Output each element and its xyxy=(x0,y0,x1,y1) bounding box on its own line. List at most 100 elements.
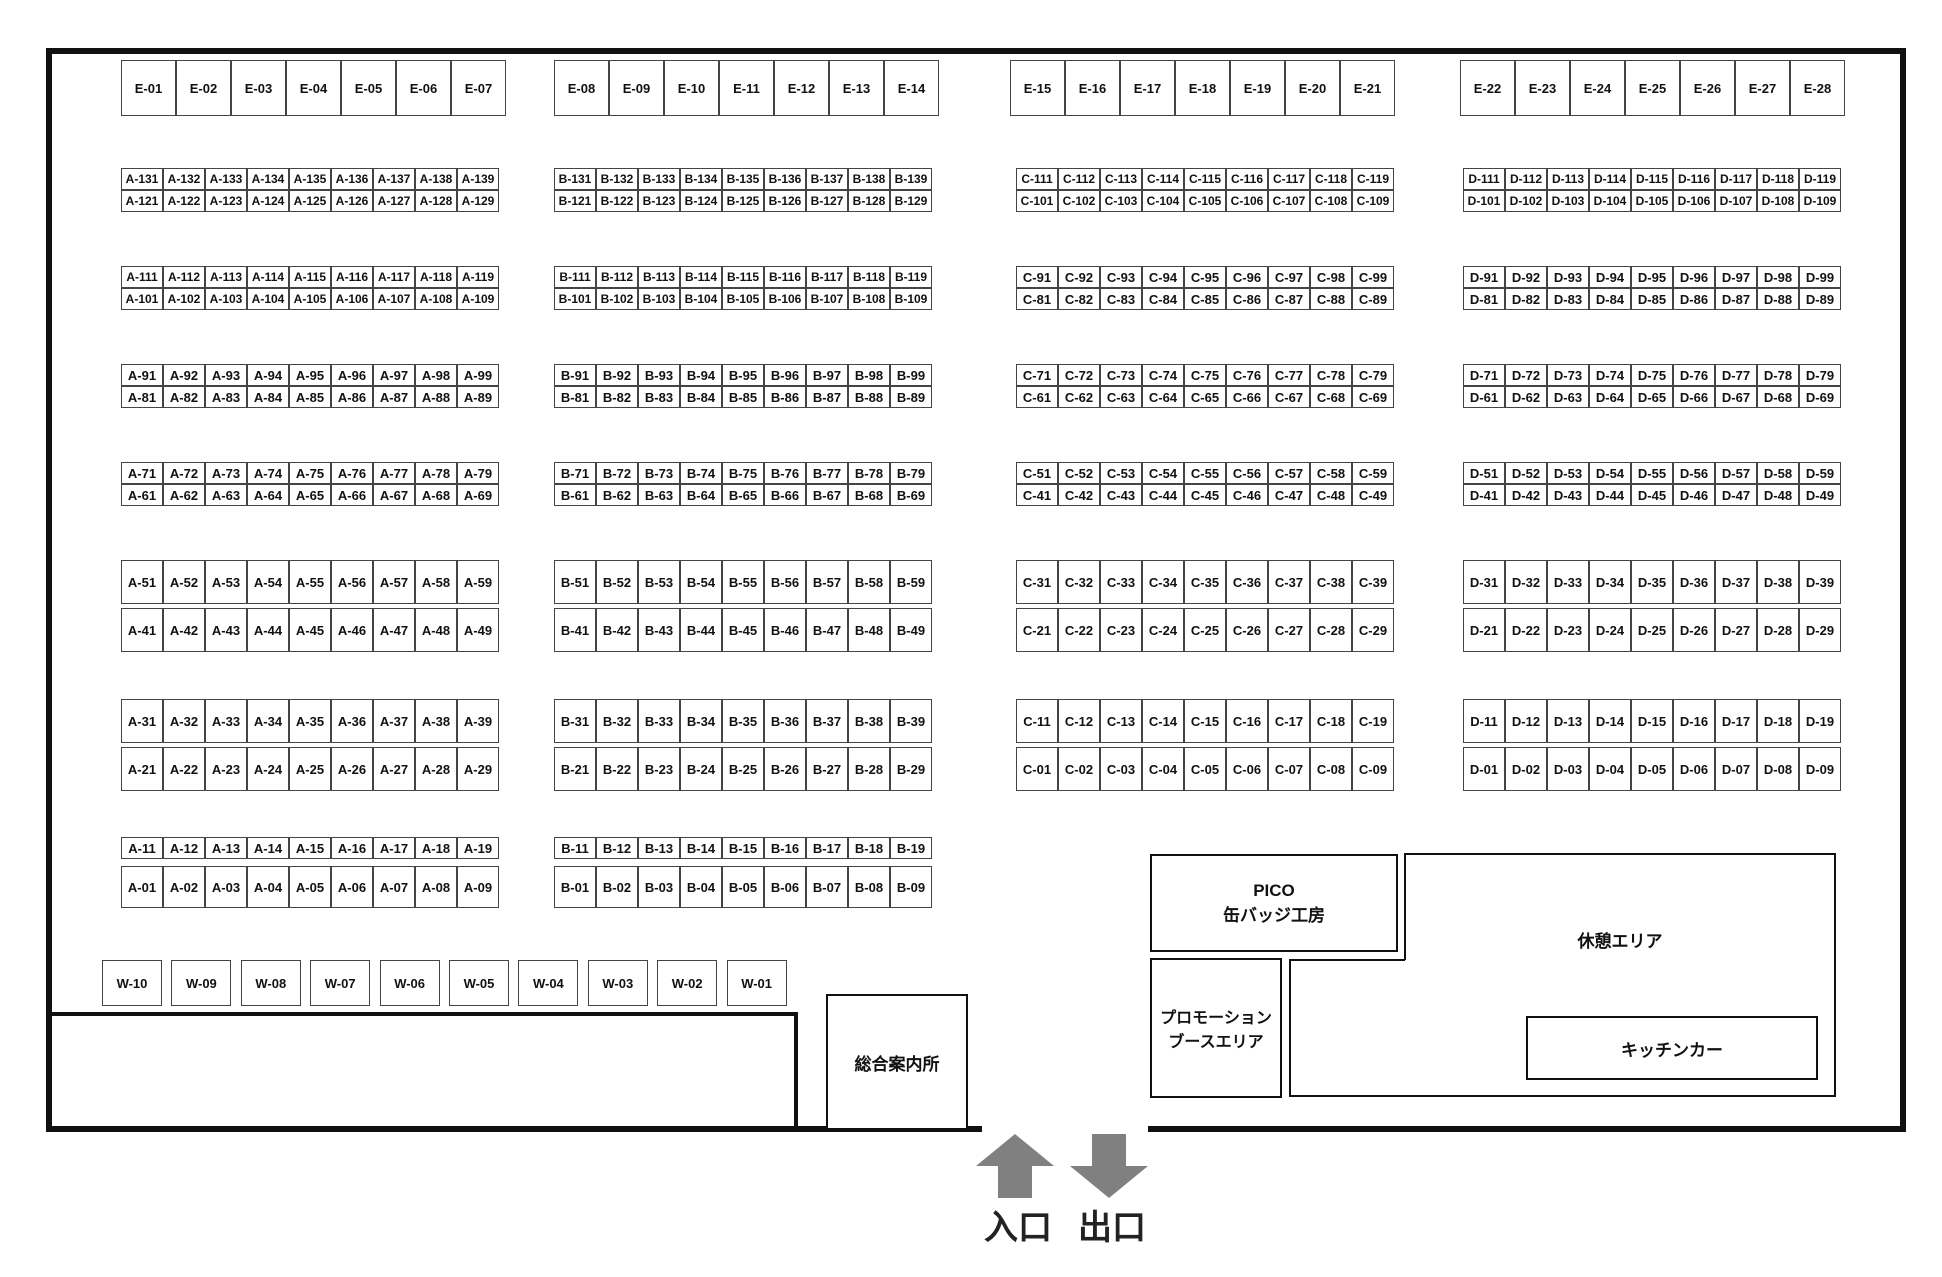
booth-b-82[interactable]: B-82 xyxy=(596,386,638,408)
booth-d-45[interactable]: D-45 xyxy=(1631,484,1673,506)
booth-a-89[interactable]: A-89 xyxy=(457,386,499,408)
booth-a-132[interactable]: A-132 xyxy=(163,168,205,190)
booth-d-119[interactable]: D-119 xyxy=(1799,168,1841,190)
booth-a-66[interactable]: A-66 xyxy=(331,484,373,506)
booth-c-113[interactable]: C-113 xyxy=(1100,168,1142,190)
booth-c-42[interactable]: C-42 xyxy=(1058,484,1100,506)
booth-b-36[interactable]: B-36 xyxy=(764,699,806,743)
booth-d-28[interactable]: D-28 xyxy=(1757,608,1799,652)
booth-b-69[interactable]: B-69 xyxy=(890,484,932,506)
booth-c-51[interactable]: C-51 xyxy=(1016,462,1058,484)
booth-w-09[interactable]: W-09 xyxy=(171,960,232,1006)
booth-a-122[interactable]: A-122 xyxy=(163,190,205,212)
booth-d-27[interactable]: D-27 xyxy=(1715,608,1757,652)
booth-a-127[interactable]: A-127 xyxy=(373,190,415,212)
kitchen-car[interactable]: キッチンカー xyxy=(1526,1016,1818,1080)
booth-c-09[interactable]: C-09 xyxy=(1352,747,1394,791)
booth-b-09[interactable]: B-09 xyxy=(890,866,932,908)
booth-c-05[interactable]: C-05 xyxy=(1184,747,1226,791)
booth-e-25[interactable]: E-25 xyxy=(1625,60,1680,116)
booth-c-41[interactable]: C-41 xyxy=(1016,484,1058,506)
booth-a-36[interactable]: A-36 xyxy=(331,699,373,743)
booth-d-39[interactable]: D-39 xyxy=(1799,560,1841,604)
booth-w-10[interactable]: W-10 xyxy=(102,960,162,1006)
booth-a-133[interactable]: A-133 xyxy=(205,168,247,190)
booth-b-31[interactable]: B-31 xyxy=(554,699,596,743)
booth-b-98[interactable]: B-98 xyxy=(848,364,890,386)
booth-d-66[interactable]: D-66 xyxy=(1673,386,1715,408)
booth-d-19[interactable]: D-19 xyxy=(1799,699,1841,743)
booth-a-108[interactable]: A-108 xyxy=(415,288,457,310)
booth-w-01[interactable]: W-01 xyxy=(726,960,787,1006)
booth-b-113[interactable]: B-113 xyxy=(638,266,680,288)
booth-c-03[interactable]: C-03 xyxy=(1100,747,1142,791)
booth-d-44[interactable]: D-44 xyxy=(1589,484,1631,506)
booth-d-74[interactable]: D-74 xyxy=(1589,364,1631,386)
booth-c-23[interactable]: C-23 xyxy=(1100,608,1142,652)
booth-b-95[interactable]: B-95 xyxy=(722,364,764,386)
booth-e-24[interactable]: E-24 xyxy=(1570,60,1625,116)
booth-c-65[interactable]: C-65 xyxy=(1184,386,1226,408)
booth-b-126[interactable]: B-126 xyxy=(764,190,806,212)
booth-d-22[interactable]: D-22 xyxy=(1505,608,1547,652)
booth-b-103[interactable]: B-103 xyxy=(638,288,680,310)
booth-c-93[interactable]: C-93 xyxy=(1100,266,1142,288)
booth-b-132[interactable]: B-132 xyxy=(596,168,638,190)
booth-c-116[interactable]: C-116 xyxy=(1226,168,1268,190)
booth-w-07[interactable]: W-07 xyxy=(310,960,371,1006)
booth-a-15[interactable]: A-15 xyxy=(289,837,331,859)
booth-a-57[interactable]: A-57 xyxy=(373,560,415,604)
booth-a-135[interactable]: A-135 xyxy=(289,168,331,190)
booth-b-16[interactable]: B-16 xyxy=(764,837,806,859)
booth-b-102[interactable]: B-102 xyxy=(596,288,638,310)
booth-d-54[interactable]: D-54 xyxy=(1589,462,1631,484)
booth-a-17[interactable]: A-17 xyxy=(373,837,415,859)
booth-d-92[interactable]: D-92 xyxy=(1505,266,1547,288)
booth-a-137[interactable]: A-137 xyxy=(373,168,415,190)
booth-d-87[interactable]: D-87 xyxy=(1715,288,1757,310)
booth-d-76[interactable]: D-76 xyxy=(1673,364,1715,386)
booth-a-39[interactable]: A-39 xyxy=(457,699,499,743)
booth-a-22[interactable]: A-22 xyxy=(163,747,205,791)
booth-b-03[interactable]: B-03 xyxy=(638,866,680,908)
booth-d-56[interactable]: D-56 xyxy=(1673,462,1715,484)
booth-b-08[interactable]: B-08 xyxy=(848,866,890,908)
booth-d-112[interactable]: D-112 xyxy=(1505,168,1547,190)
booth-c-22[interactable]: C-22 xyxy=(1058,608,1100,652)
booth-d-78[interactable]: D-78 xyxy=(1757,364,1799,386)
booth-a-96[interactable]: A-96 xyxy=(331,364,373,386)
booth-b-108[interactable]: B-108 xyxy=(848,288,890,310)
booth-d-97[interactable]: D-97 xyxy=(1715,266,1757,288)
booth-a-55[interactable]: A-55 xyxy=(289,560,331,604)
booth-c-16[interactable]: C-16 xyxy=(1226,699,1268,743)
booth-c-66[interactable]: C-66 xyxy=(1226,386,1268,408)
booth-b-86[interactable]: B-86 xyxy=(764,386,806,408)
booth-b-58[interactable]: B-58 xyxy=(848,560,890,604)
booth-c-75[interactable]: C-75 xyxy=(1184,364,1226,386)
booth-b-66[interactable]: B-66 xyxy=(764,484,806,506)
booth-c-102[interactable]: C-102 xyxy=(1058,190,1100,212)
booth-w-02[interactable]: W-02 xyxy=(657,960,718,1006)
booth-c-53[interactable]: C-53 xyxy=(1100,462,1142,484)
booth-a-46[interactable]: A-46 xyxy=(331,608,373,652)
booth-a-112[interactable]: A-112 xyxy=(163,266,205,288)
booth-b-124[interactable]: B-124 xyxy=(680,190,722,212)
booth-a-129[interactable]: A-129 xyxy=(457,190,499,212)
booth-b-111[interactable]: B-111 xyxy=(554,266,596,288)
booth-d-42[interactable]: D-42 xyxy=(1505,484,1547,506)
booth-e-11[interactable]: E-11 xyxy=(719,60,774,116)
booth-a-68[interactable]: A-68 xyxy=(415,484,457,506)
booth-b-62[interactable]: B-62 xyxy=(596,484,638,506)
booth-d-46[interactable]: D-46 xyxy=(1673,484,1715,506)
booth-c-94[interactable]: C-94 xyxy=(1142,266,1184,288)
booth-b-94[interactable]: B-94 xyxy=(680,364,722,386)
booth-e-26[interactable]: E-26 xyxy=(1680,60,1735,116)
booth-c-13[interactable]: C-13 xyxy=(1100,699,1142,743)
booth-d-61[interactable]: D-61 xyxy=(1463,386,1505,408)
booth-e-17[interactable]: E-17 xyxy=(1120,60,1175,116)
booth-c-63[interactable]: C-63 xyxy=(1100,386,1142,408)
booth-a-09[interactable]: A-09 xyxy=(457,866,499,908)
booth-c-119[interactable]: C-119 xyxy=(1352,168,1394,190)
booth-a-94[interactable]: A-94 xyxy=(247,364,289,386)
booth-d-12[interactable]: D-12 xyxy=(1505,699,1547,743)
